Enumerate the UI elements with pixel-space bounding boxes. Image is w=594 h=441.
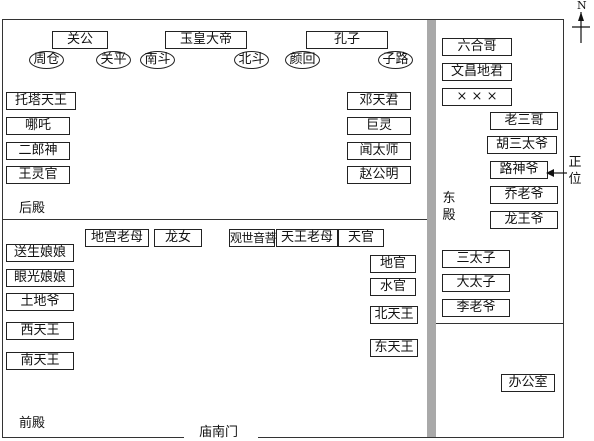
box-office: 办公室 — [501, 374, 555, 392]
arrow-left-icon — [546, 164, 568, 177]
box-xi-tianwang: 西天王 — [6, 322, 74, 340]
wall-bottom-right — [258, 437, 564, 438]
box-deng-tianjun: 邓天君 — [347, 92, 411, 110]
wall-right — [563, 19, 564, 438]
box-longnv: 龙女 — [154, 229, 202, 247]
box-diguan: 地官 — [370, 255, 416, 273]
north-arrow-icon — [570, 10, 592, 44]
box-husan-taiye: 胡三太爷 — [487, 136, 557, 154]
oval-zhoucang: 周仓 — [29, 51, 64, 69]
box-longwang-ye: 龙王爷 — [490, 211, 558, 229]
back-hall-label: 后殿 — [19, 201, 46, 216]
wall-top — [2, 19, 563, 20]
box-songsheng-niangniang: 送生娘娘 — [6, 244, 74, 262]
box-qiao-laoye: 乔老爷 — [490, 186, 558, 204]
box-digong-laomu: 地宫老母 — [85, 229, 149, 247]
wall-bottom-left — [2, 437, 184, 438]
box-zhao-gongming: 赵公明 — [347, 166, 411, 184]
box-tuota-tianwang: 托塔天王 — [6, 92, 76, 110]
box-da-taizi: 大太子 — [442, 274, 510, 292]
box-erlangshen: 二郎神 — [6, 142, 70, 160]
east-hall-divider — [436, 323, 564, 324]
oval-yanhui: 颜回 — [285, 51, 320, 69]
box-san-taizi: 三太子 — [442, 250, 510, 268]
box-juling: 巨灵 — [347, 117, 411, 135]
oval-nandou: 南斗 — [140, 51, 175, 69]
box-redacted: × × × — [442, 88, 512, 106]
box-li-laoye: 李老爷 — [442, 299, 510, 317]
box-nezha: 哪吒 — [6, 117, 70, 135]
front-hall-label: 前殿 — [19, 416, 46, 431]
main-position-label: 正位 — [568, 155, 582, 187]
box-dong-tianwang: 东天王 — [370, 339, 418, 357]
box-shuiguan: 水官 — [370, 278, 416, 296]
oval-zilu: 子路 — [378, 51, 413, 69]
box-lushen-ye: 路神爷 — [490, 161, 548, 179]
corridor-wall — [427, 20, 436, 437]
north-label: N — [577, 0, 587, 12]
box-yanguang-niangniang: 眼光娘娘 — [6, 269, 74, 287]
box-bei-tianwang: 北天王 — [370, 306, 418, 324]
hall-divider — [2, 219, 427, 220]
oval-guanping: 关平 — [96, 51, 131, 69]
box-laosan-ge: 老三哥 — [490, 112, 558, 130]
box-tianwang-laomu: 天王老母 — [276, 229, 338, 247]
box-tudiye: 土地爷 — [6, 293, 74, 311]
box-liuhe-ge: 六合哥 — [442, 38, 512, 56]
box-jade-emperor: 玉皇大帝 — [165, 31, 247, 49]
box-tianguan: 天官 — [338, 229, 384, 247]
box-nan-tianwang: 南天王 — [6, 352, 74, 370]
box-wen-taishi: 闻太师 — [347, 142, 411, 160]
box-wenchang-dijun: 文昌地君 — [442, 63, 512, 81]
oval-beidou: 北斗 — [234, 51, 269, 69]
box-confucius: 孔子 — [306, 31, 388, 49]
box-guangong: 关公 — [52, 31, 108, 49]
box-wanglingguan: 王灵官 — [6, 166, 70, 184]
east-hall-label: 东殿 — [442, 191, 456, 223]
south-gate-label: 庙南门 — [199, 425, 239, 440]
box-guanyin: 观世音菩萨 — [229, 229, 288, 247]
wall-left — [2, 19, 3, 438]
